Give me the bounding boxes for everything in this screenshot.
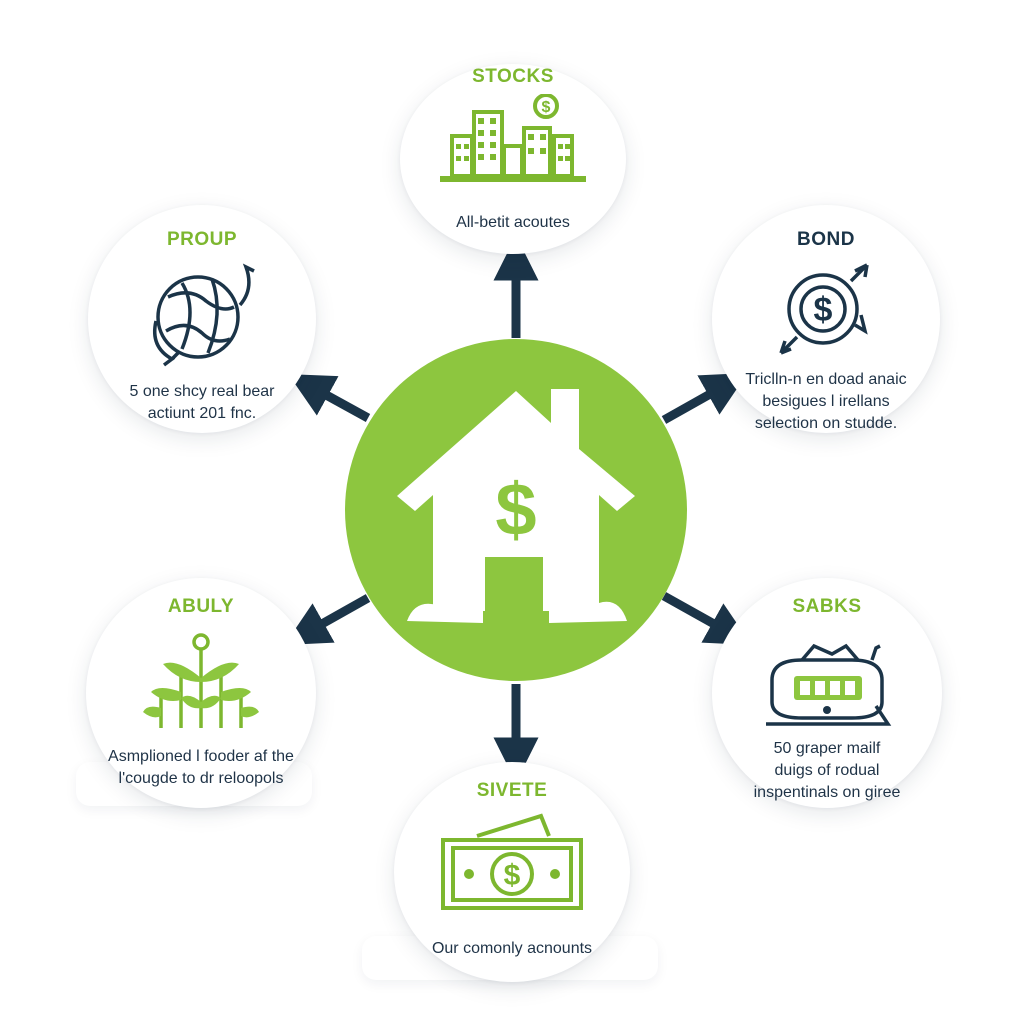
city-buildings-dollar-icon: $ [440,94,586,182]
proup-description: 5 one shcy real bear actiunt 201 fnc. [129,383,275,422]
stocks-title: STOCKS [472,66,554,87]
node-stocks: STOCKS $ [400,64,626,254]
svg-text:$: $ [542,99,551,116]
banknote-dollar-icon: $ [441,813,583,910]
sivete-title: SIVETE [476,780,548,801]
node-abuly: ABULY Asmplioned l fooder af the l'cougd… [86,578,316,808]
sabks-title: SABKS [792,596,862,617]
node-sabks: SABKS 50 graper mailf duigs of rodual in… [712,578,942,808]
node-sivete: SIVETE $ Our comonly acnounts [394,762,630,982]
arrow-to-bond [661,372,748,424]
center-hub: $ [345,339,687,681]
bond-description: Triclln-n en doad anaic besigues l irell… [745,371,907,432]
globe-arrows-icon [153,263,255,367]
savings-card-icon [766,643,892,726]
sivete-description: Our comonly acnounts [431,940,593,957]
arrow-to-sabks [661,592,752,645]
dollar-cycle-icon: $ [779,263,869,355]
abuly-description: Asmplioned l fooder af the l'cougde to d… [108,748,294,787]
node-proup: PROUP 5 one shcy real bear actiunt 201 f… [88,205,316,433]
svg-text:$: $ [814,291,833,329]
plants-growth-icon [143,633,259,728]
bond-title: BOND [797,229,855,250]
arrow-to-proup [288,374,371,422]
svg-text:$: $ [504,859,521,892]
house-dollar-icon: $ [397,389,635,623]
sabks-description: 50 graper mailf duigs of rodual inspenti… [753,740,901,801]
arrow-to-abuly [284,594,371,646]
abuly-title: ABULY [167,596,235,617]
stocks-description: All-betit acoutes [456,214,570,231]
proup-title: PROUP [166,229,238,250]
svg-text:$: $ [495,468,536,551]
node-bond: BOND $ Triclln-n en doad anaic besigues … [712,205,940,433]
